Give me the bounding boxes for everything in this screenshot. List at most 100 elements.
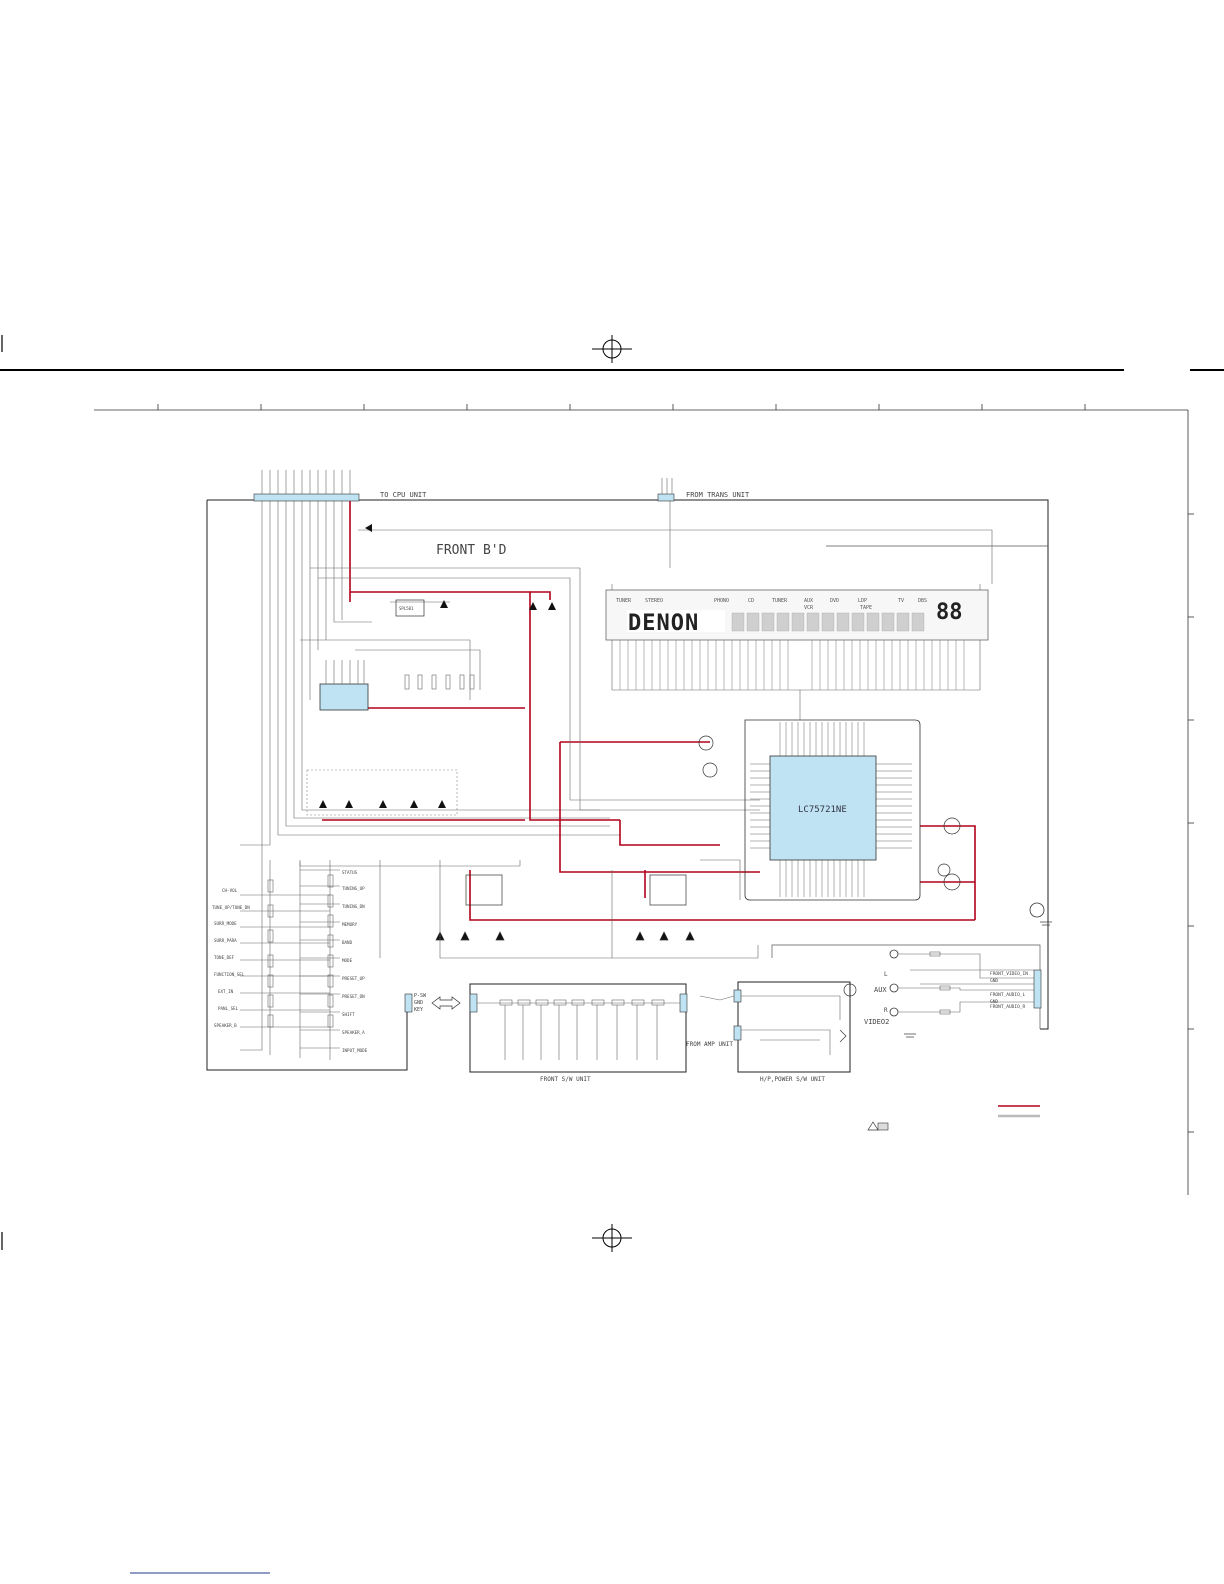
vfd-pin-array [619,640,965,690]
front-sw-connector-right [679,993,688,1013]
grid-frame [94,404,1194,1195]
registration-mark-top [592,335,632,363]
svg-text:TONE_DEF: TONE_DEF [214,955,235,960]
svg-text:SURR_PARA: SURR_PARA [214,938,237,943]
buffer-ic [319,683,369,711]
main-ic-label: LC75721NE [798,805,847,815]
svg-text:GND: GND [990,978,998,984]
from-amp-label: FROM AMP UNIT [686,1041,733,1048]
svg-text:PRESET_UP: PRESET_UP [342,976,365,981]
switch-contacts [240,862,340,1058]
svg-text:TUNING_UP: TUNING_UP [342,886,365,891]
transistors [698,735,961,891]
av-resistors [898,951,1034,1015]
video2-label: VIDEO2 [864,1018,889,1026]
legend [998,1105,1040,1118]
svg-text:AUX: AUX [804,598,813,604]
svg-text:MODE: MODE [342,958,353,963]
svg-text:SURR_MODE: SURR_MODE [214,921,237,926]
aux-label: AUX [874,986,887,994]
l-label: L [884,971,888,978]
svg-text:TUNING_DN: TUNING_DN [342,904,365,909]
av-connector [1033,969,1042,1009]
svg-text:BAND: BAND [342,940,353,945]
svg-text:SHIFT: SHIFT [342,1012,355,1017]
board-title: FRONT B'D [436,543,507,558]
svg-text:MEMORY: MEMORY [342,922,358,927]
svg-text:VCR: VCR [804,605,814,611]
svg-text:SPEAKER_A: SPEAKER_A [342,1030,365,1035]
vfd-source-labels: TUNER STEREO PHONO CD TUNER AUX DVD LDP … [616,598,927,611]
p-sw-label: P-SW [414,993,427,999]
power-traces [322,501,976,921]
ic-top-pins [779,722,865,756]
svg-text:FRONT_AUDIO_L: FRONT_AUDIO_L [990,992,1026,998]
svg-text:SPEAKER_B: SPEAKER_B [214,1023,237,1028]
svg-text:FRONT_VIDEO_IN: FRONT_VIDEO_IN [990,971,1028,977]
front-sw-unit-box [469,983,687,1073]
svg-text:SPL501: SPL501 [399,606,414,611]
svg-text:FUNCTION_SEL: FUNCTION_SEL [214,972,245,977]
svg-text:PHONO: PHONO [714,598,729,604]
warning-icon [867,1121,889,1131]
pullup-resistors [404,674,475,690]
front-sw-connector-left [469,993,478,1013]
switch-labels-right: STATUS TUNING_UP TUNING_DN MEMORY BAND M… [342,870,368,1053]
top-wires [300,501,993,811]
svg-text:TV: TV [898,598,904,604]
gnd-label: GND [414,1000,423,1006]
svg-text:CH-VOL: CH-VOL [222,888,238,893]
av-connector-labels: FRONT_VIDEO_IN GND FRONT_AUDIO_L GND FRO… [990,971,1028,1010]
encoder-wires [299,859,759,959]
av-input-frame [771,944,1041,1029]
vfd-digits: 88 [936,600,963,625]
front-board-outline [207,499,1049,1030]
hp-power-unit-box [737,981,851,1073]
cpu-connector [253,470,360,502]
headphone-jack [839,983,857,1043]
front-board-outline-left [206,500,408,1071]
front-sw-resistors [477,999,680,1060]
to-cpu-label: TO CPU UNIT [380,491,427,499]
svg-text:TUNE_UP/TUNE_DN: TUNE_UP/TUNE_DN [212,905,250,910]
svg-text:STEREO: STEREO [645,598,663,604]
svg-text:CD: CD [748,598,754,604]
hp-connector-2 [733,1025,742,1041]
svg-text:PANL_SEL: PANL_SEL [218,1006,239,1011]
hp-power-unit-label: H/P,POWER S/W UNIT [760,1076,825,1083]
cpu-bus [240,501,620,1051]
svg-text:TAPE: TAPE [860,605,872,611]
svg-text:INPUT_MODE: INPUT_MODE [342,1048,368,1053]
hp-connector [733,989,742,1003]
ground-symbols [904,921,1052,1038]
main-ic-body [769,755,877,861]
front-sw-unit-label: FRONT S/W UNIT [540,1076,591,1083]
key-resistor-column-left [267,860,274,1055]
svg-text:TUNER: TUNER [616,598,632,604]
svg-text:EXT_IN: EXT_IN [218,989,234,994]
key-label: KEY [414,1007,423,1013]
svg-text:GND: GND [990,999,998,1005]
led-group [306,769,458,816]
svg-text:STATUS: STATUS [342,870,358,875]
svg-text:DBS: DBS [918,598,927,604]
regulator-box: SPL501 [395,599,425,617]
svg-text:PRESET_DN: PRESET_DN [342,994,365,999]
ic-area-outline [744,719,921,901]
ic-right-pins [876,763,912,849]
from-trans-label: FROM TRANS UNIT [686,491,750,499]
svg-text:DVD: DVD [830,598,839,604]
ic-left-pins [750,763,770,849]
encoders [435,874,695,941]
svg-text:LDP: LDP [858,598,867,604]
hp-wires [699,995,841,1055]
vfd-brand: DENON [628,611,699,636]
trans-connector [657,478,675,502]
switch-labels-left: CH-VOL TUNE_UP/TUNE_DN SURR_MODE SURR_PA… [212,888,250,1028]
svg-text:TUNER: TUNER [772,598,788,604]
bidirectional-arrow [431,996,461,1010]
buffer-ic-pins [325,660,365,684]
ic-bottom-pins [779,860,865,897]
diodes-top [365,524,556,610]
